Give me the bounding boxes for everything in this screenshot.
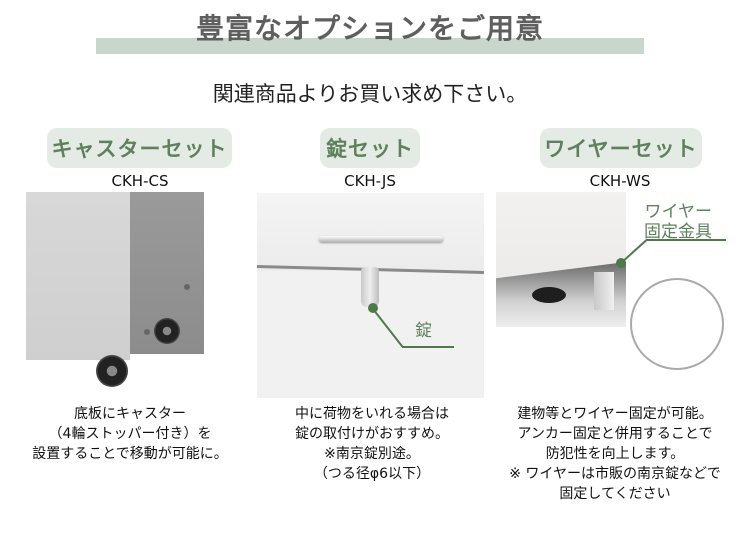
option-code-lock: CKH-JS bbox=[344, 172, 396, 190]
callout-leader-line bbox=[402, 346, 454, 348]
callout-leader-line bbox=[646, 239, 726, 241]
caster-wheel-icon bbox=[96, 355, 128, 387]
lock-icon bbox=[361, 267, 379, 307]
wire-callout-label: ワイヤー 固定金具 bbox=[644, 202, 712, 242]
page-title: 豊富なオプションをご用意 bbox=[195, 12, 544, 45]
lock-photo: 錠 bbox=[257, 193, 484, 398]
option-badge-caster: キャスターセット bbox=[47, 128, 232, 168]
description-line: （4輪ストッパー付き）を bbox=[48, 426, 212, 442]
callout-line-text: ワイヤー bbox=[644, 202, 713, 222]
option-badge-wire: ワイヤーセット bbox=[540, 128, 702, 168]
caster-photo bbox=[26, 192, 204, 392]
screw-icon bbox=[184, 284, 190, 290]
description-line: 設置することで移動が可能に。 bbox=[32, 446, 228, 462]
drawer-handle bbox=[319, 236, 443, 242]
option-description-lock: 中に荷物をいれる場合は 錠の取付けがおすすめ。 ※南京錠別途。 （つる径φ6以下… bbox=[262, 404, 482, 484]
page-subtitle: 関連商品よりお買い求め下さい。 bbox=[212, 82, 528, 106]
wire-bracket-icon bbox=[594, 272, 614, 310]
description-line: 固定してください bbox=[559, 486, 671, 502]
caster-wheel-icon bbox=[154, 318, 180, 344]
cabinet-front-panel bbox=[26, 192, 130, 360]
description-line: 防犯性を向上します。 bbox=[545, 446, 685, 462]
callout-line-text: 固定金具 bbox=[644, 222, 712, 242]
callout-dot bbox=[368, 303, 378, 313]
option-code-caster: CKH-CS bbox=[111, 172, 169, 190]
option-code-wire: CKH-WS bbox=[589, 172, 651, 190]
wire-photo: ワイヤー 固定金具 bbox=[496, 192, 740, 372]
option-description-caster: 底板にキャスター （4輪ストッパー付き）を 設置することで移動が可能に。 bbox=[10, 404, 250, 464]
description-line: ※ ワイヤーは市販の南京錠などで bbox=[509, 466, 721, 482]
title-underline-band bbox=[96, 38, 644, 54]
description-line: 錠の取付けがおすすめ。 bbox=[295, 426, 449, 442]
description-line: ※南京錠別途。 bbox=[324, 446, 420, 462]
adjuster-foot bbox=[532, 287, 566, 303]
screw-icon bbox=[144, 329, 150, 335]
description-line: 底板にキャスター bbox=[74, 406, 186, 422]
drawer-panel bbox=[257, 193, 484, 271]
description-line: 中に荷物をいれる場合は bbox=[295, 406, 449, 422]
option-badge-lock: 錠セット bbox=[320, 128, 420, 168]
description-line: アンカー固定と併用することで bbox=[517, 426, 713, 442]
description-line: （つる径φ6以下） bbox=[313, 466, 431, 482]
wire-coil-icon bbox=[630, 278, 724, 370]
option-description-wire: 建物等とワイヤー固定が可能。 アンカー固定と併用することで 防犯性を向上します。… bbox=[490, 404, 740, 504]
lock-callout-label: 錠 bbox=[415, 321, 432, 341]
description-line: 建物等とワイヤー固定が可能。 bbox=[517, 406, 713, 422]
